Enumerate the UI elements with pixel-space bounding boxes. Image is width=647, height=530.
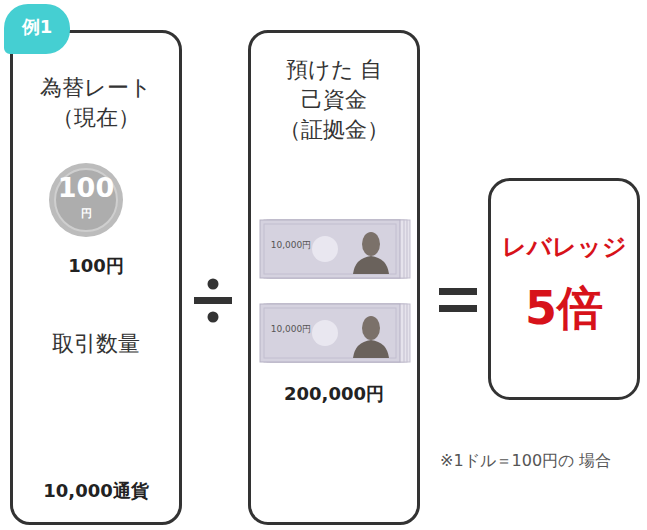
note-portrait-body [353, 340, 389, 358]
term-heading: 預けた 自己資金 （証拠金） [276, 55, 392, 145]
result-value: 5倍 [491, 281, 637, 336]
equals-sign [439, 288, 477, 312]
coin-unit: 円 [48, 208, 124, 219]
banknote: 10,000円 [259, 302, 411, 364]
coin-value: 100 [48, 174, 124, 201]
formula-box: 預けた 自己資金 （証拠金） 200,000円 10,000円 10,000円 [248, 30, 420, 525]
note-portrait-head [362, 316, 380, 340]
note-portrait-body [353, 256, 389, 274]
divide-sign [194, 279, 232, 323]
result-box: レバレッジ 5倍 [488, 178, 640, 400]
term-heading: 為替レート （現在） [28, 73, 164, 133]
note-watermark [312, 320, 338, 346]
note-face [260, 304, 400, 362]
result-heading: レバレッジ [491, 233, 637, 262]
coin-rim [49, 163, 123, 237]
value-text: 200,000円 [251, 383, 417, 405]
note-portrait-head [362, 232, 380, 256]
note-value: 10,000円 [269, 241, 313, 251]
example-label: 例1 [4, 16, 70, 38]
term-heading: 取引数量 [13, 330, 179, 359]
coin-circle: 100 円 [48, 162, 124, 238]
example-tab: 例1 [4, 4, 70, 54]
footnote: ※1ドル＝100円の 場合 [440, 447, 620, 475]
note-border [264, 224, 396, 274]
note-face [260, 220, 400, 278]
formula-box: 為替レート （現在）100円取引数量10,000通貨100円 [10, 30, 182, 525]
banknote: 10,000円 [259, 218, 411, 280]
value-text: 100円 [13, 255, 179, 277]
note-watermark [312, 236, 338, 262]
value-text: 10,000通貨 [13, 480, 179, 502]
note-border [264, 308, 396, 358]
note-value: 10,000円 [269, 325, 313, 335]
